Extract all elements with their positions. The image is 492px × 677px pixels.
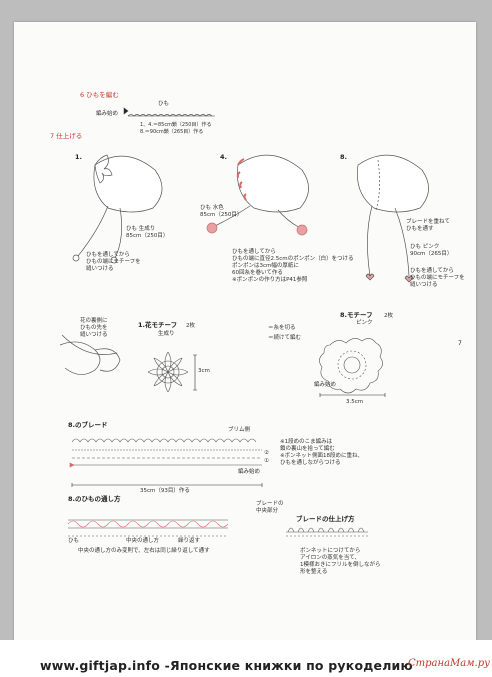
motif-note-1: ひもの先を [80, 325, 108, 331]
bonnet-8-diagram [357, 154, 429, 283]
braid-note-2: ※ボンネット側面18段めに重ね、 [280, 453, 363, 459]
flower-motif-size: 3cm [198, 368, 210, 374]
braid-row-2: ② [264, 450, 269, 456]
step-8-note-6: 縫いつける [410, 282, 438, 288]
step-1-note-3: ひもの端にモチーフを [86, 259, 141, 265]
braid-note-0: ※1段めのこま編みは [280, 439, 333, 445]
himo-row-2: 8.＝90cm鎖（265目）作る [140, 129, 204, 135]
himo-label: ひも [158, 101, 170, 107]
legend-cut: ＝糸を切る [268, 325, 296, 331]
finish-title: ブレードの仕上げ方 [296, 515, 355, 523]
step-4-note-2: ひもを通してから [232, 249, 276, 255]
lace-himo: ひも [68, 538, 80, 544]
step-1-note-2: ひもを通してから [86, 252, 130, 258]
flower-motif-count: 2枚 [186, 323, 195, 329]
lace-center: 中央の通し方 [126, 538, 160, 544]
step-4-note-6: ※ポンポンの作り方はP41参照 [232, 277, 308, 283]
braid-row-1: ① [264, 458, 269, 464]
watermark: СтранаМам.ру [408, 658, 490, 669]
footer-url-text: www.giftjap.info -Японские книжки по рук… [40, 658, 413, 673]
finish-note-1: アイロンの蒸気を当て、 [300, 555, 360, 561]
ruffle-motif-title: 8.モチーフ [340, 311, 373, 319]
ruffle-motif-amihajime: 編み始め [314, 382, 337, 388]
lace-repeat: 繰り返す [178, 538, 201, 544]
braid-width: 35cm（93目）作る [140, 488, 190, 494]
motif-note-0: 花の裏側に [80, 318, 108, 324]
section-6-title: 6 ひもを編む [80, 91, 119, 99]
lace-threading-chart [67, 519, 229, 537]
footer-band [0, 640, 492, 677]
step-8-note-0: ブレードを重ねて [406, 219, 451, 225]
lace-braid-center-1: 中央部分 [256, 508, 279, 514]
ruffle-motif-size: 3.5cm [346, 399, 364, 405]
finish-note-0: ボンネットにつけてから [300, 548, 361, 554]
page-number: 7 [458, 340, 462, 347]
flower-motif-color: 生成り [158, 331, 175, 337]
ruffle-motif-color: ピンク [356, 320, 373, 326]
lace-caption: 中央の通し方のみ変則で、左右は同じ繰り返して通す [78, 548, 210, 554]
himo-chain-diagram [123, 107, 215, 117]
flower-motif-chart [147, 351, 197, 393]
step-4-note-0: ひも 水色 [200, 205, 224, 211]
step-4-note-4: ポンポンは3cm幅の厚紙に [232, 263, 299, 269]
braid-title: 8.のブレード [68, 421, 108, 429]
bonnet-4-diagram [206, 154, 309, 236]
lace-braid-center-0: ブレードの [256, 501, 284, 507]
step-8-note-5: ひもの端にモチーフを [410, 275, 465, 281]
braid-note-3: ひもを通しながらつける [280, 460, 341, 466]
finish-note-2: 1模様おきにフリルを倒しながら [300, 562, 381, 568]
flower-motif-title: 1.花モチーフ [138, 321, 178, 329]
step-4-number: 4. [220, 153, 227, 161]
step-1-note-1: 85cm（250目） [126, 233, 169, 239]
step-8-number: 8. [340, 153, 347, 161]
himo-amihajime: 編み始め [96, 111, 119, 117]
section-7-title: 7 仕上げる [50, 132, 83, 140]
step-1-number: 1. [75, 153, 82, 161]
finished-braid-sketch [286, 527, 368, 537]
step-8-note-3: 90cm（265目） [410, 251, 453, 257]
step-1-note-0: ひも 生成り [126, 226, 156, 232]
step-8-note-2: ひも ピンク [410, 244, 440, 250]
step-4-note-3: ひもの端に直径2.5cmのポンポン（白）をつける [232, 256, 354, 262]
ruffle-motif-count: 2枚 [384, 313, 393, 319]
step-8-note-4: ひもを通してから [410, 268, 454, 274]
book-page [14, 22, 476, 640]
ruffle-motif-chart [319, 338, 386, 397]
braid-chart [69, 438, 263, 487]
finish-note-3: 形を整える [300, 569, 328, 575]
lace-title: 8.のひもの通し方 [68, 495, 121, 503]
step-8-note-1: ひもを通す [406, 226, 434, 232]
bonnet-1-diagram [72, 154, 163, 264]
legend-join: ＝続けて編む [268, 335, 302, 341]
step-4-note-5: 60回糸を巻いて作る [232, 270, 283, 276]
step-4-note-1: 85cm（250目） [200, 212, 243, 218]
braid-brim-side: ブリム側 [228, 427, 251, 433]
himo-row-1: 1、4.＝85cm鎖（250目）作る [140, 122, 212, 128]
motif-note-2: 縫いつける [80, 332, 108, 338]
braid-amihajime: 編み始め [238, 469, 261, 475]
step-1-note-4: 縫いつける [86, 266, 114, 272]
flower-attach-sketch [59, 334, 121, 375]
braid-note-1: 鎖の裏山を拾って編む [280, 446, 335, 452]
